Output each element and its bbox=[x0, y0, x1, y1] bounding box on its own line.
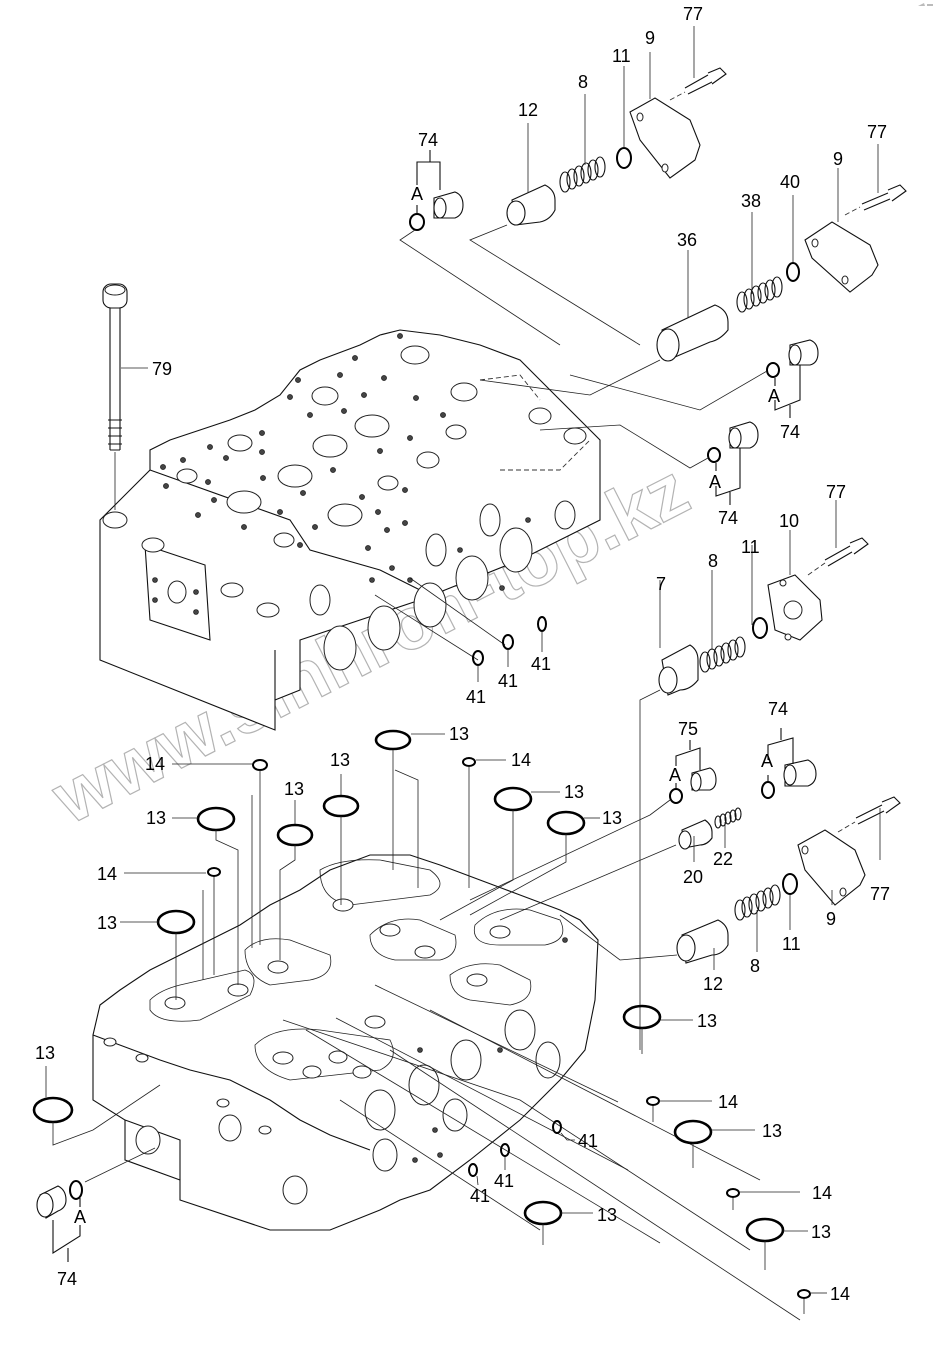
label-74-top: 74 bbox=[418, 130, 438, 150]
label-7-spool: 7 bbox=[656, 574, 666, 594]
label-41-lower-c: 41 bbox=[470, 1186, 490, 1206]
label-group-a-right-2: A bbox=[709, 472, 721, 492]
label-41-lower-a: 41 bbox=[578, 1131, 598, 1151]
label-8-cover: 8 bbox=[708, 551, 718, 571]
mid-spool-group bbox=[479, 144, 907, 396]
label-40-mid: 40 bbox=[780, 172, 800, 192]
label-14-6: 14 bbox=[830, 1284, 850, 1304]
label-41-b: 41 bbox=[498, 671, 518, 691]
label-22-spring: 22 bbox=[713, 849, 733, 869]
label-12-low: 12 bbox=[703, 974, 723, 994]
label-13-9: 13 bbox=[762, 1121, 782, 1141]
spring-icon bbox=[714, 807, 742, 829]
label-12-top: 12 bbox=[518, 100, 538, 120]
label-13-5: 13 bbox=[602, 808, 622, 828]
label-13-2: 13 bbox=[330, 750, 350, 770]
upper-valve-block bbox=[99, 329, 601, 731]
label-13-1: 13 bbox=[449, 724, 469, 744]
lower-oring-field bbox=[468, 1004, 827, 1314]
label-77-cover: 77 bbox=[826, 482, 846, 502]
spring-icon bbox=[699, 636, 746, 673]
spring-icon bbox=[559, 156, 606, 193]
label-group-a-top: A bbox=[411, 184, 423, 204]
lower-spool-group bbox=[559, 796, 901, 970]
label-13-4: 13 bbox=[564, 782, 584, 802]
oring-field bbox=[120, 729, 801, 1321]
label-74-right-a: 74 bbox=[780, 422, 800, 442]
label-9-low: 9 bbox=[826, 909, 836, 929]
label-8-low: 8 bbox=[750, 956, 760, 976]
label-77-top: 77 bbox=[683, 4, 703, 24]
lower-valve-block bbox=[92, 854, 599, 1231]
bolt-holes-pattern bbox=[160, 333, 446, 551]
label-14-5: 14 bbox=[812, 1183, 832, 1203]
label-group-a-74c: A bbox=[761, 751, 773, 771]
label-14-1: 14 bbox=[145, 754, 165, 774]
label-group-a-75: A bbox=[669, 765, 681, 785]
label-group-a-right-1: A bbox=[768, 386, 780, 406]
label-77-mid: 77 bbox=[867, 122, 887, 142]
label-20-poppet: 20 bbox=[683, 867, 703, 887]
label-group-a-bottom: A bbox=[74, 1207, 86, 1227]
spring-icon bbox=[734, 884, 781, 921]
label-8-top: 8 bbox=[578, 72, 588, 92]
label-13-12: 13 bbox=[35, 1043, 55, 1063]
label-41-a: 41 bbox=[466, 687, 486, 707]
label-75-plug: 75 bbox=[678, 719, 698, 739]
label-13-10: 13 bbox=[811, 1222, 831, 1242]
label-36-mid: 36 bbox=[677, 230, 697, 250]
plug-75-group bbox=[469, 728, 817, 921]
label-13-8: 13 bbox=[697, 1011, 717, 1031]
label-13-7: 13 bbox=[97, 913, 117, 933]
label-13-11: 13 bbox=[597, 1205, 617, 1225]
corner-mark bbox=[918, 3, 933, 6]
label-38-mid: 38 bbox=[741, 191, 761, 211]
label-14-2: 14 bbox=[511, 750, 531, 770]
spring-icon bbox=[736, 276, 783, 313]
label-74-bottom: 74 bbox=[57, 1269, 77, 1289]
label-74-right-b: 74 bbox=[718, 508, 738, 528]
label-11-low: 11 bbox=[782, 934, 801, 954]
label-13-3: 13 bbox=[284, 779, 304, 799]
tie-bolt-79 bbox=[102, 283, 148, 510]
label-14-4: 14 bbox=[718, 1092, 738, 1112]
label-79-bolt: 79 bbox=[152, 359, 172, 379]
label-13-6: 13 bbox=[146, 808, 166, 828]
right-plugs bbox=[539, 339, 819, 505]
part-labels: 74 A 12 8 11 9 77 77 9 40 38 36 A 74 A 7… bbox=[35, 4, 890, 1304]
label-41-lower-b: 41 bbox=[494, 1171, 514, 1191]
label-11-top: 11 bbox=[612, 46, 631, 66]
label-14-3: 14 bbox=[97, 864, 117, 884]
bottom-left-parts bbox=[32, 1066, 161, 1262]
label-9-top: 9 bbox=[645, 28, 655, 48]
label-9-mid: 9 bbox=[833, 149, 843, 169]
label-41-c: 41 bbox=[531, 654, 551, 674]
label-77-low: 77 bbox=[870, 884, 890, 904]
label-10-cover: 10 bbox=[779, 511, 799, 531]
label-74-plug-c: 74 bbox=[768, 699, 788, 719]
upper-41-orings bbox=[374, 577, 547, 682]
cover-10-group bbox=[639, 500, 869, 1050]
label-11-cover: 11 bbox=[741, 537, 760, 557]
top-spool-group bbox=[399, 26, 727, 346]
